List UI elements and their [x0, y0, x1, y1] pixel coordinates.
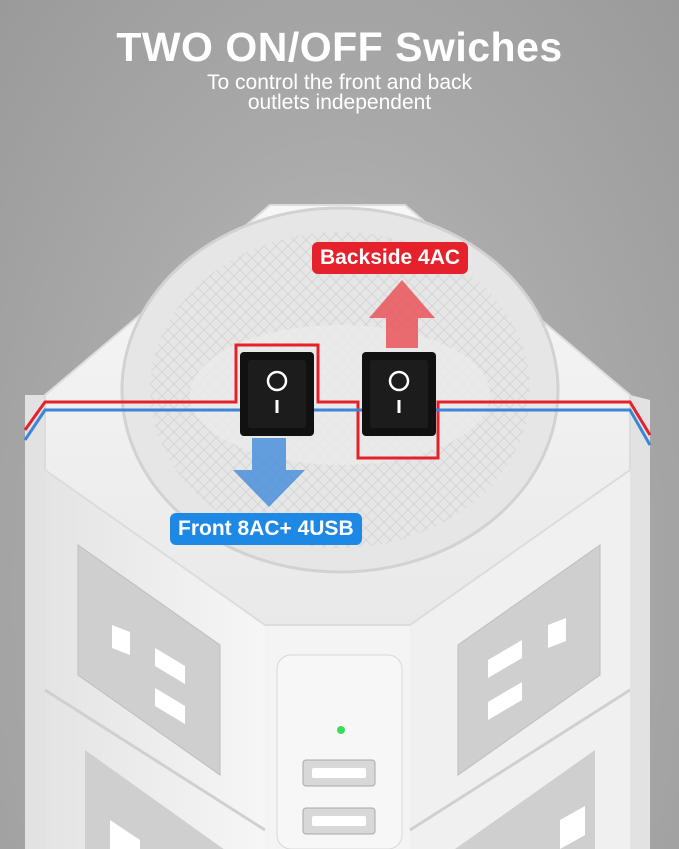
- left-outlet-panel-upper: [77, 544, 221, 776]
- usb-port-2[interactable]: [302, 807, 376, 835]
- right-outlet-panel-lower: [455, 750, 595, 849]
- left-outlet-panel-lower: [85, 750, 225, 849]
- right-outlet-panel-upper: [457, 544, 601, 776]
- subtitle-line-1: To control the front and back: [207, 71, 472, 94]
- back-rocker-switch[interactable]: [362, 352, 436, 436]
- wire-lines: [23, 343, 652, 460]
- backside-label: Backside 4AC: [312, 242, 469, 274]
- usb-port-1[interactable]: [302, 759, 376, 787]
- headline-subtitle: To control the front and back outlets in…: [0, 71, 679, 114]
- front-rocker-switch[interactable]: [240, 352, 314, 436]
- front-label: Front 8AC+ 4USB: [170, 513, 362, 545]
- usb-panel: [276, 654, 403, 849]
- backside-arrow: [369, 280, 435, 348]
- headline-title: TWO ON/OFF Swiches: [116, 24, 563, 70]
- indicator-led: [337, 726, 345, 734]
- subtitle-line-2: outlets independent: [247, 91, 432, 114]
- front-arrow: [233, 438, 305, 507]
